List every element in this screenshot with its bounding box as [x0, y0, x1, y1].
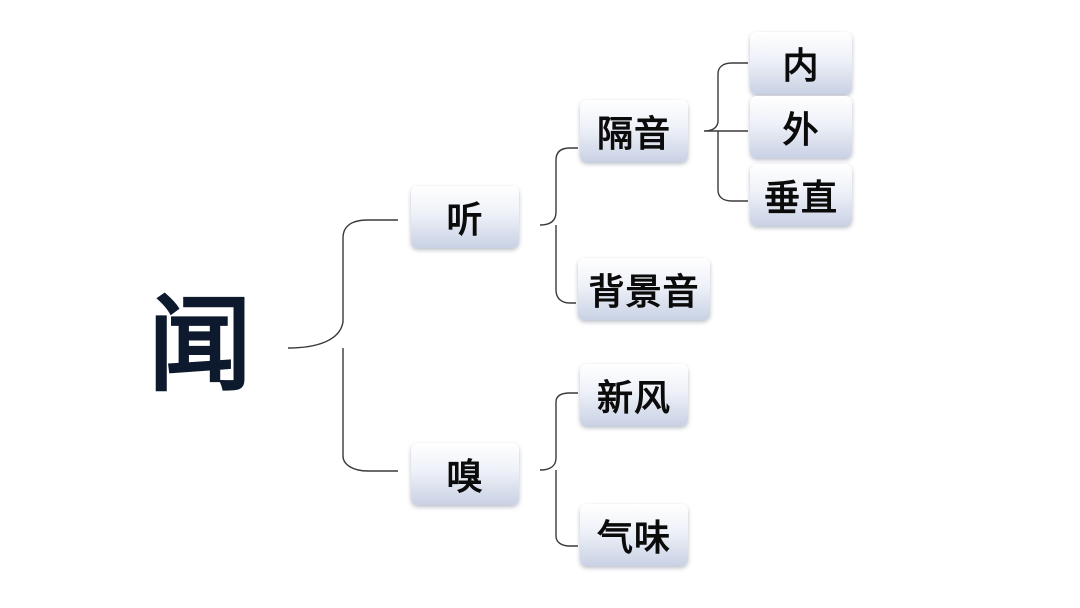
node-ting: 听	[411, 186, 519, 248]
root-brace	[287, 219, 398, 472]
node-qiwei: 气味	[580, 504, 688, 566]
root-node: 闻	[147, 283, 252, 406]
node-chuizhi: 垂直	[750, 164, 852, 226]
node-wai: 外	[750, 96, 852, 158]
node-xiu: 嗅	[411, 443, 519, 505]
xiu-brace	[539, 392, 578, 547]
node-geyin: 隔音	[580, 100, 688, 162]
node-beijingyin: 背景音	[578, 258, 710, 320]
node-nei: 内	[750, 32, 852, 94]
geyin-brace	[703, 62, 748, 202]
ting-brace	[539, 147, 578, 304]
node-xinfeng: 新风	[580, 364, 688, 426]
